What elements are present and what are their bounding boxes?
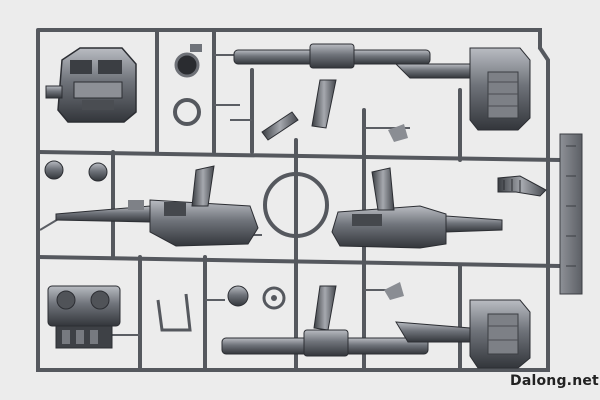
runner-tag <box>559 133 583 295</box>
engine-block-part <box>47 285 121 349</box>
center-ring-part <box>263 172 329 238</box>
fin-part <box>497 175 547 197</box>
right-beam-rifle-part <box>331 167 503 249</box>
backpack-part <box>45 47 137 123</box>
left-beam-rifle-part <box>55 165 259 247</box>
grip-parts-top <box>261 79 408 142</box>
watermark-text: Dalong.net <box>510 373 599 389</box>
bottom-rifle-part <box>221 299 531 369</box>
top-rifle-part <box>233 43 531 131</box>
runner-frame <box>36 28 562 372</box>
round-cap-part <box>173 44 202 126</box>
bottom-small-parts <box>156 282 404 332</box>
small-wheel-parts <box>44 160 108 182</box>
